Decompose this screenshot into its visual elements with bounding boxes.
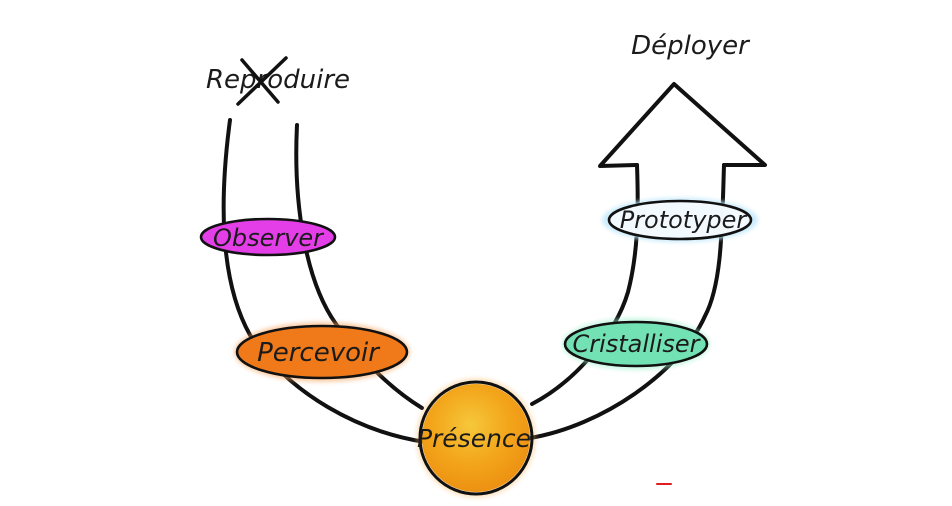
percevoir-pill: Percevoir <box>234 322 410 382</box>
prototyper-label: Prototyper <box>620 206 749 234</box>
deployer-label: Déployer <box>631 31 751 61</box>
left-outer-stroke <box>224 120 425 442</box>
presence-label: Présence <box>417 424 531 453</box>
observer-pill: Observer <box>201 219 335 255</box>
cristalliser-label: Cristalliser <box>572 330 701 358</box>
cristalliser-pill: Cristalliser <box>562 318 710 370</box>
reproduire-label: Reproduire <box>206 65 350 95</box>
top-left-label: Reproduire <box>206 58 350 104</box>
percevoir-label: Percevoir <box>257 338 381 368</box>
presence-node: Présence <box>416 378 536 498</box>
observer-label: Observer <box>213 224 325 252</box>
up-arrow-head <box>600 84 765 166</box>
prototyper-pill: Prototyper <box>609 201 751 239</box>
